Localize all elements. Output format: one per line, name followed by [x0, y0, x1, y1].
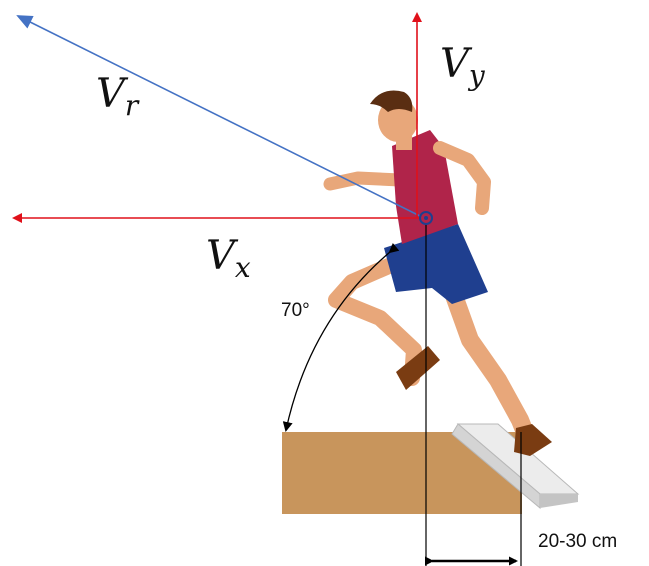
vr-arrow	[16, 15, 425, 219]
vx-subscript: x	[234, 251, 251, 284]
hair	[370, 90, 413, 112]
shorts	[384, 224, 488, 304]
takeoff-board	[451, 423, 580, 510]
vy-symbol: V	[440, 41, 469, 87]
back-shoe	[396, 346, 440, 390]
athlete-figure	[323, 90, 552, 456]
vr-subscript: r	[124, 89, 139, 122]
vy-label: Vy	[440, 41, 485, 90]
vy-subscript: y	[468, 59, 485, 92]
vr-symbol: V	[96, 71, 125, 117]
vx-symbol: V	[206, 233, 235, 279]
angle-arc	[282, 243, 400, 432]
center-of-mass-marker	[419, 211, 433, 225]
distance-label: 20-30 cm	[538, 531, 618, 552]
vr-label: Vr	[96, 71, 138, 120]
shirt	[392, 130, 458, 244]
angle-label: 70°	[281, 300, 310, 321]
front-shoe	[514, 424, 552, 456]
vx-label: Vx	[206, 233, 251, 282]
